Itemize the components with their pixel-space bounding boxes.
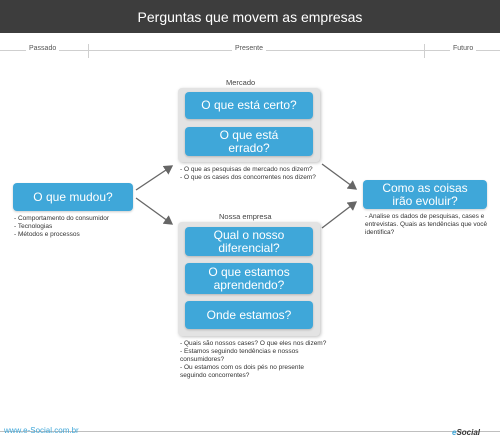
timeline-label-past: Passado (26, 45, 60, 52)
note-item: Comportamento do consumidor (14, 215, 144, 223)
market-question-right: O que está certo? (185, 92, 313, 119)
note-item: O que os cases dos concorrentes nos dize… (180, 174, 330, 182)
note-item: Tecnologias (14, 223, 144, 231)
market-question-wrong-line2: errado? (228, 140, 270, 155)
market-notes: O que as pesquisas de mercado nos dizem?… (180, 166, 330, 182)
note-item: Analise os dados de pesquisas, cases e e… (365, 213, 495, 237)
future-evolution-line1: Como as coisas (382, 180, 468, 195)
company-question-differential: Qual o nosso diferencial? (185, 227, 313, 256)
page-title: Perguntas que movem as empresas (0, 0, 500, 33)
logo-e: e (452, 428, 457, 437)
company-question-where-label: Onde estamos? (206, 307, 292, 322)
footer-divider (0, 431, 500, 432)
logo-social: Social (456, 428, 481, 437)
note-item: Métodos e processos (14, 231, 144, 239)
market-question-right-label: O que está certo? (201, 98, 297, 112)
company-question-learning-line1: O que estamos (208, 264, 290, 279)
arrow-to-company (135, 197, 174, 225)
timeline-label-future: Futuro (450, 45, 477, 52)
what-changed-label: O que mudou? (33, 189, 113, 204)
note-item: Ou estamos com os dois pés no presente s… (180, 364, 328, 380)
company-question-learning-line2: aprendendo? (213, 277, 285, 292)
company-title: Nossa empresa (219, 212, 272, 221)
market-question-wrong-line1: O que está (219, 127, 279, 142)
future-evolution-label: Como as coisas irão evoluir? (382, 180, 468, 208)
esocial-logo: eSocial (452, 422, 492, 437)
future-evolution-line2: irão evoluir? (392, 193, 458, 208)
timeline-label-present: Presente (232, 45, 267, 52)
company-notes: Quais são nossos cases? O que eles nos d… (180, 340, 328, 380)
company-question-learning: O que estamos aprendendo? (185, 263, 313, 294)
note-item: O que as pesquisas de mercado nos dizem? (180, 166, 330, 174)
market-title: Mercado (226, 78, 256, 87)
page-title-text: Perguntas que movem as empresas (137, 8, 363, 25)
company-question-differential-line1: Qual o nosso (213, 227, 285, 242)
company-question-learning-label: O que estamos aprendendo? (208, 264, 290, 292)
note-item: Estamos seguindo tendências e nossos con… (180, 348, 328, 364)
arrow-company-to-future (321, 201, 358, 229)
what-changed-box: O que mudou? (13, 183, 133, 211)
future-evolution-box: Como as coisas irão evoluir? (363, 180, 487, 209)
timeline-divider-past (88, 44, 89, 58)
future-notes: Analise os dados de pesquisas, cases e e… (365, 213, 495, 237)
footer-url-link[interactable]: www.e-Social.com.br (4, 426, 79, 435)
timeline-divider-future (424, 44, 425, 58)
what-changed-notes: Comportamento do consumidor Tecnologias … (14, 215, 144, 239)
note-item: Quais são nossos cases? O que eles nos d… (180, 340, 328, 348)
market-question-wrong-label: O que está errado? (219, 127, 279, 155)
timeline: Passado Presente Futuro (0, 44, 500, 60)
company-question-differential-line2: diferencial? (218, 240, 280, 255)
arrow-to-market (135, 165, 174, 191)
market-question-wrong: O que está errado? (185, 127, 313, 156)
company-question-differential-label: Qual o nosso diferencial? (213, 227, 285, 255)
company-question-where: Onde estamos? (185, 301, 313, 329)
